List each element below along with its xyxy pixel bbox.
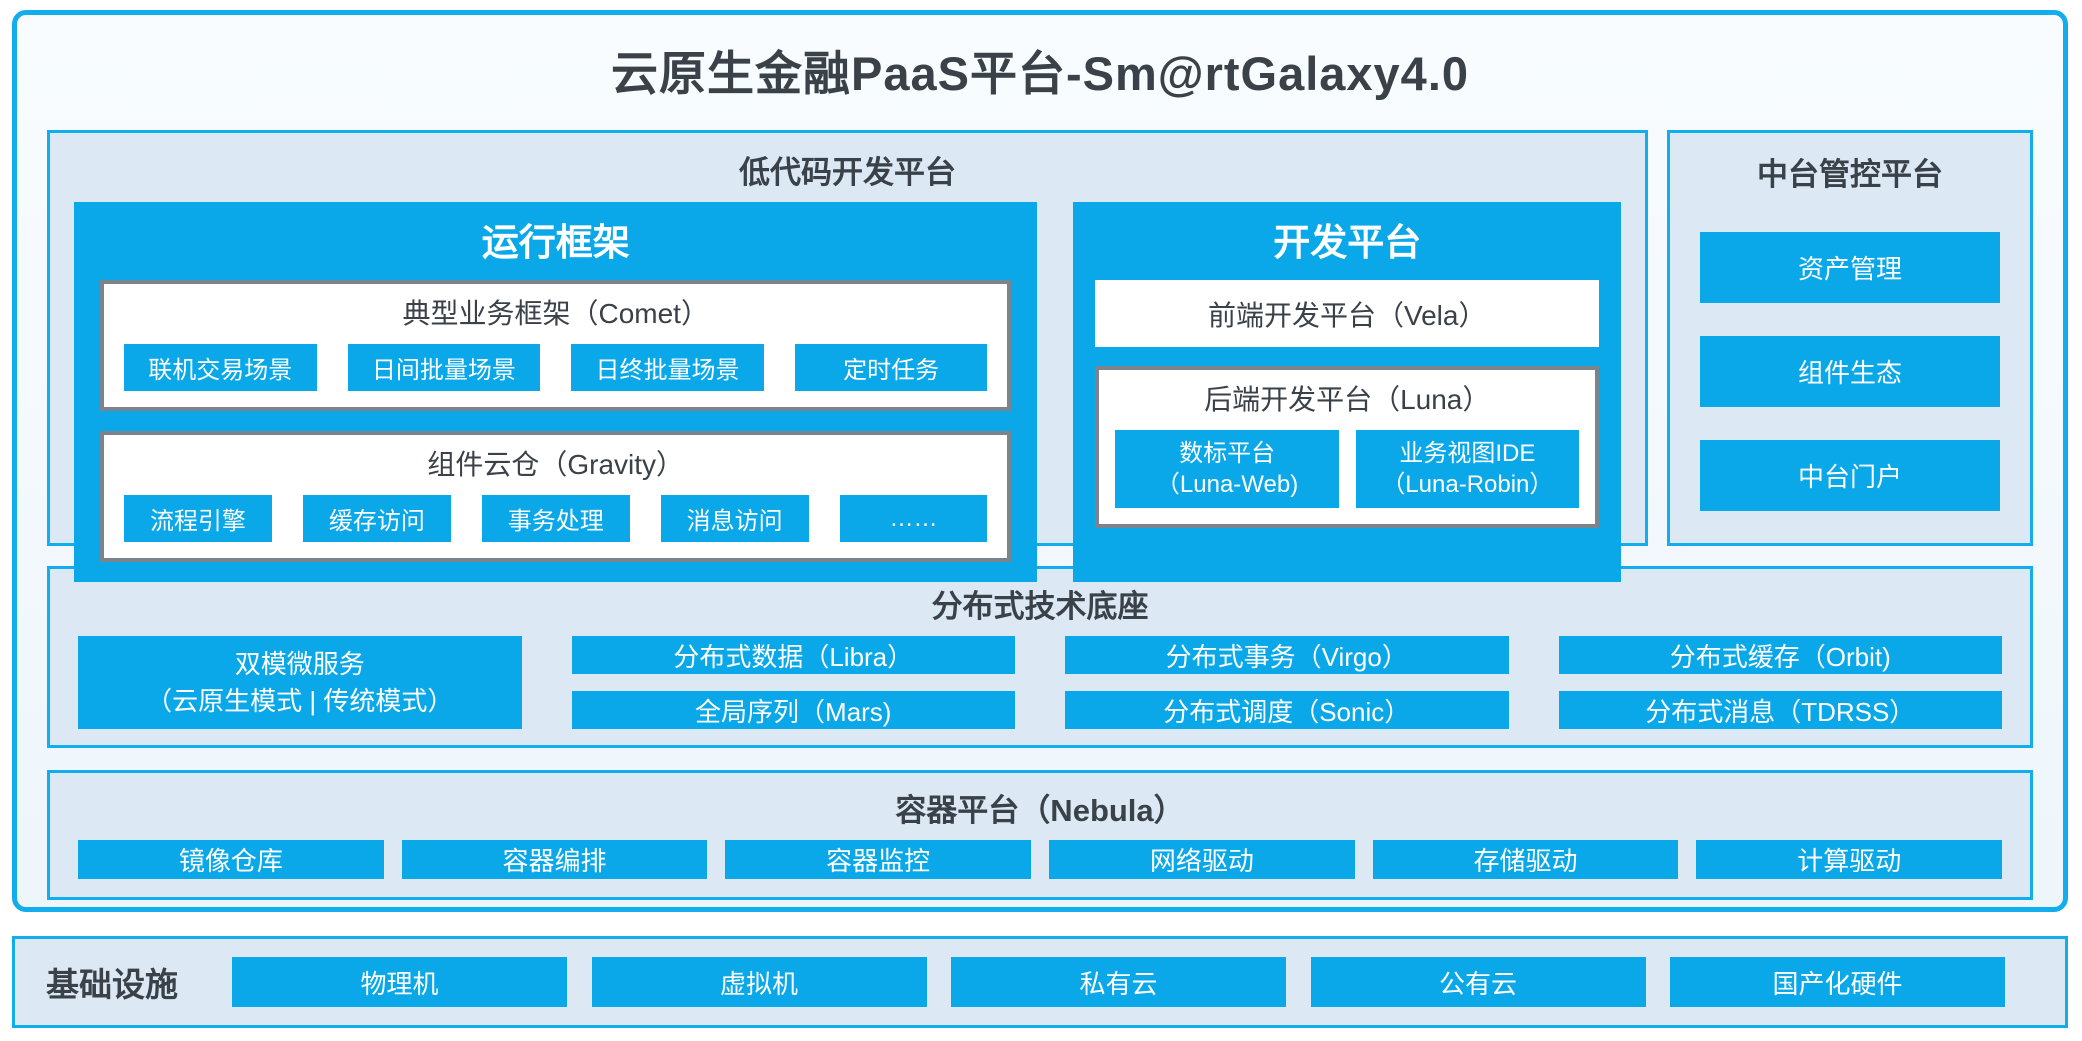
container-platform-title: 容器平台（Nebula） xyxy=(895,793,1185,828)
mid-platform-item: 组件生态 xyxy=(1700,336,2000,407)
dual-mode-line1: 双模微服务 xyxy=(234,649,365,680)
panel-distributed-base: 分布式技术底座 双模微服务 （云原生模式 | 传统模式） 分布式数据（Libra… xyxy=(47,566,2033,748)
container-platform-items: 镜像仓库 容器编排 容器监控 网络驱动 存储驱动 计算驱动 xyxy=(78,840,2003,879)
main-container: 云原生金融PaaS平台-Sm@rtGalaxy4.0 低代码开发平台 运行框架 … xyxy=(12,10,2068,912)
gravity-item: 缓存访问 xyxy=(302,495,451,542)
distributed-item: 全局序列（Mars) xyxy=(571,691,1015,729)
block-runtime: 运行框架 典型业务框架（Comet） 联机交易场景 日间批量场景 日终批量场景 … xyxy=(74,202,1038,582)
luna-item-code: （Luna-Robin） xyxy=(1381,471,1554,498)
infrastructure-item: 物理机 xyxy=(232,957,567,1007)
comet-item: 日终批量场景 xyxy=(571,344,764,391)
mid-platform-items: 资产管理 组件生态 中台门户 xyxy=(1700,232,2000,511)
dual-mode-line2: （云原生模式 | 传统模式） xyxy=(146,685,454,716)
mid-platform-item: 中台门户 xyxy=(1700,440,2000,511)
vela-label: 前端开发平台（Vela） xyxy=(1207,299,1487,331)
box-vela: 前端开发平台（Vela） xyxy=(1095,280,1599,347)
dual-mode-microservice-block: 双模微服务 （云原生模式 | 传统模式） xyxy=(78,636,522,729)
panel-mid-platform: 中台管控平台 资产管理 组件生态 中台门户 xyxy=(1667,130,2033,546)
luna-title: 后端开发平台（Luna） xyxy=(1204,384,1491,415)
infrastructure-item: 私有云 xyxy=(951,957,1286,1007)
comet-item: 定时任务 xyxy=(794,344,988,391)
diagram-title: 云原生金融PaaS平台-Sm@rtGalaxy4.0 xyxy=(610,47,1470,100)
luna-item: 数标平台 （Luna-Web) xyxy=(1115,430,1339,508)
comet-title: 典型业务框架（Comet） xyxy=(402,298,709,329)
distributed-col: 分布式缓存（Orbit) 分布式消息（TDRSS） xyxy=(1558,636,2002,729)
comet-item: 联机交易场景 xyxy=(124,344,317,391)
infrastructure-items: 物理机 虚拟机 私有云 公有云 国产化硬件 xyxy=(232,957,2005,1007)
container-platform-item: 容器监控 xyxy=(725,840,1032,879)
gravity-title: 组件云仓（Gravity） xyxy=(427,449,685,480)
box-gravity: 组件云仓（Gravity） 流程引擎 缓存访问 事务处理 消息访问 …… xyxy=(100,431,1012,562)
low-code-title: 低代码开发平台 xyxy=(739,155,956,190)
box-luna: 后端开发平台（Luna） 数标平台 （Luna-Web) 业务视图IDE （Lu… xyxy=(1095,366,1599,528)
low-code-body: 运行框架 典型业务框架（Comet） 联机交易场景 日间批量场景 日终批量场景 … xyxy=(74,202,1621,582)
infrastructure-item: 国产化硬件 xyxy=(1670,957,2005,1007)
infrastructure-item: 虚拟机 xyxy=(591,957,927,1007)
top-row: 低代码开发平台 运行框架 典型业务框架（Comet） 联机交易场景 日间批量场景… xyxy=(47,130,2033,582)
distributed-title: 分布式技术底座 xyxy=(931,589,1149,624)
box-comet: 典型业务框架（Comet） 联机交易场景 日间批量场景 日终批量场景 定时任务 xyxy=(100,280,1012,411)
gravity-item: …… xyxy=(839,495,988,542)
dev-platform-title: 开发平台 xyxy=(1273,222,1422,263)
container-platform-item: 计算驱动 xyxy=(1696,840,2003,879)
distributed-item: 分布式缓存（Orbit) xyxy=(1558,636,2002,674)
container-platform-item: 网络驱动 xyxy=(1049,840,1355,879)
container-platform-item: 容器编排 xyxy=(401,840,708,879)
container-platform-item: 存储驱动 xyxy=(1372,840,1679,879)
gravity-item: 事务处理 xyxy=(481,495,630,542)
distributed-item: 分布式事务（Virgo） xyxy=(1065,636,1509,674)
distributed-body: 双模微服务 （云原生模式 | 传统模式） 分布式数据（Libra） 全局序列（M… xyxy=(78,636,2002,729)
luna-item-name: 数标平台 xyxy=(1179,439,1276,467)
luna-item: 业务视图IDE （Luna-Robin） xyxy=(1355,430,1579,508)
luna-items: 数标平台 （Luna-Web) 业务视图IDE （Luna-Robin） xyxy=(1099,430,1595,524)
container-platform-item: 镜像仓库 xyxy=(78,840,384,879)
panel-infrastructure: 基础设施 物理机 虚拟机 私有云 公有云 国产化硬件 xyxy=(12,936,2068,1028)
infrastructure-title: 基础设施 xyxy=(46,966,178,1003)
luna-item-code: （Luna-Web) xyxy=(1155,471,1299,498)
gravity-item: 流程引擎 xyxy=(124,495,272,542)
distributed-col: 分布式事务（Virgo） 分布式调度（Sonic） xyxy=(1065,636,1509,729)
panel-container-platform: 容器平台（Nebula） 镜像仓库 容器编排 容器监控 网络驱动 存储驱动 计算… xyxy=(47,770,2033,900)
runtime-title: 运行框架 xyxy=(481,222,630,263)
infrastructure-item: 公有云 xyxy=(1310,957,1646,1007)
luna-item-name: 业务视图IDE xyxy=(1399,439,1536,467)
distributed-item: 分布式调度（Sonic） xyxy=(1065,691,1509,729)
comet-item: 日间批量场景 xyxy=(347,344,541,391)
gravity-item: 消息访问 xyxy=(660,495,809,542)
mid-platform-item: 资产管理 xyxy=(1700,232,2000,303)
block-dev-platform: 开发平台 前端开发平台（Vela） 后端开发平台（Luna） 数标平台 （Lun… xyxy=(1073,202,1621,582)
comet-items: 联机交易场景 日间批量场景 日终批量场景 定时任务 xyxy=(104,344,1007,407)
mid-platform-title: 中台管控平台 xyxy=(1757,157,1943,192)
panel-low-code: 低代码开发平台 运行框架 典型业务框架（Comet） 联机交易场景 日间批量场景… xyxy=(47,130,1648,582)
gravity-items: 流程引擎 缓存访问 事务处理 消息访问 …… xyxy=(104,495,1007,558)
distributed-item: 分布式数据（Libra） xyxy=(571,636,1015,674)
distributed-item: 分布式消息（TDRSS） xyxy=(1558,691,2002,729)
distributed-col: 分布式数据（Libra） 全局序列（Mars) xyxy=(571,636,1015,729)
